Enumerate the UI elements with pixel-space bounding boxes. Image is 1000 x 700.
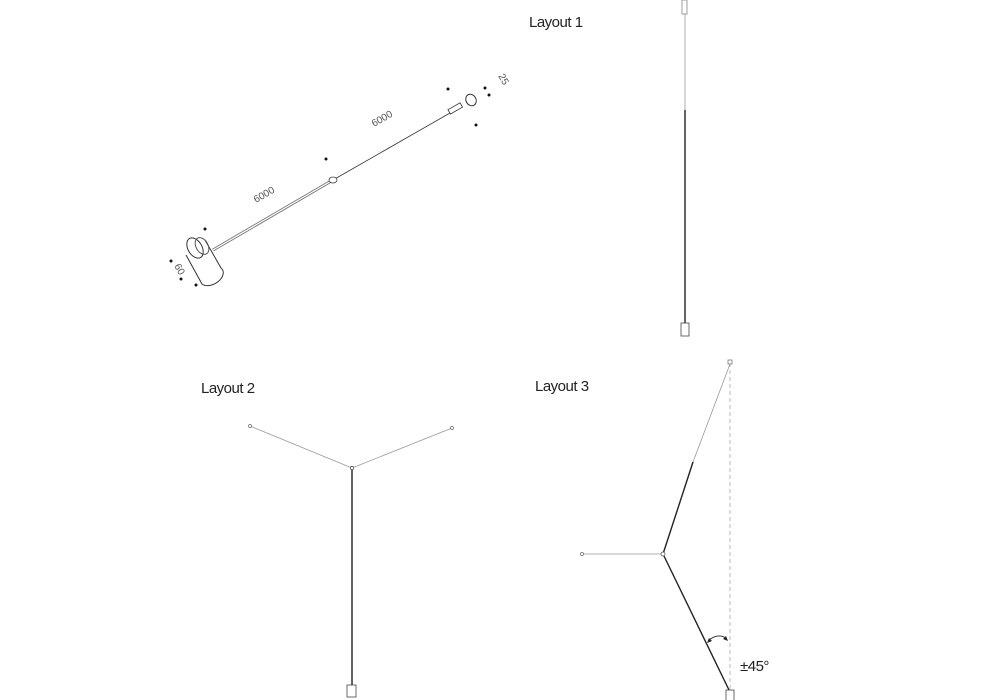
dimension-markers: [169, 86, 491, 287]
cable-joint: [328, 176, 338, 184]
layout-2: Layout 2: [201, 380, 454, 698]
suspension-cable-left: [249, 425, 353, 469]
fixture-head: [680, 322, 690, 337]
layout-3-title: Layout 3: [535, 378, 589, 395]
angle-arc-icon: [708, 635, 727, 641]
dimension-connector: 25: [495, 72, 510, 88]
dimension-fixture: 60: [171, 262, 186, 278]
suspension-cable-right: [351, 427, 453, 469]
isometric-product-view: 6000 6000 25 60: [169, 72, 511, 287]
fixture-head: [725, 689, 735, 700]
ceiling-hook: [681, 0, 688, 15]
suspension-cable: [332, 112, 451, 181]
layout-1-title: Layout 1: [529, 14, 583, 31]
dimension-cable-upper: 6000: [370, 109, 395, 130]
layout-2-title: Layout 2: [201, 380, 255, 397]
fixture-head: [346, 684, 357, 698]
cylinder-fixture: [185, 237, 224, 287]
layout-3: Layout 3 ±45°: [535, 359, 770, 700]
suspension-cable: [692, 363, 731, 463]
ceiling-connector: [447, 93, 477, 115]
rigid-rod-lower: [663, 555, 730, 691]
layout-1: Layout 1: [529, 0, 690, 337]
rigid-rod-upper: [662, 461, 694, 555]
dimension-cable-lower: 6000: [252, 185, 277, 206]
angle-label: ±45°: [740, 658, 769, 675]
